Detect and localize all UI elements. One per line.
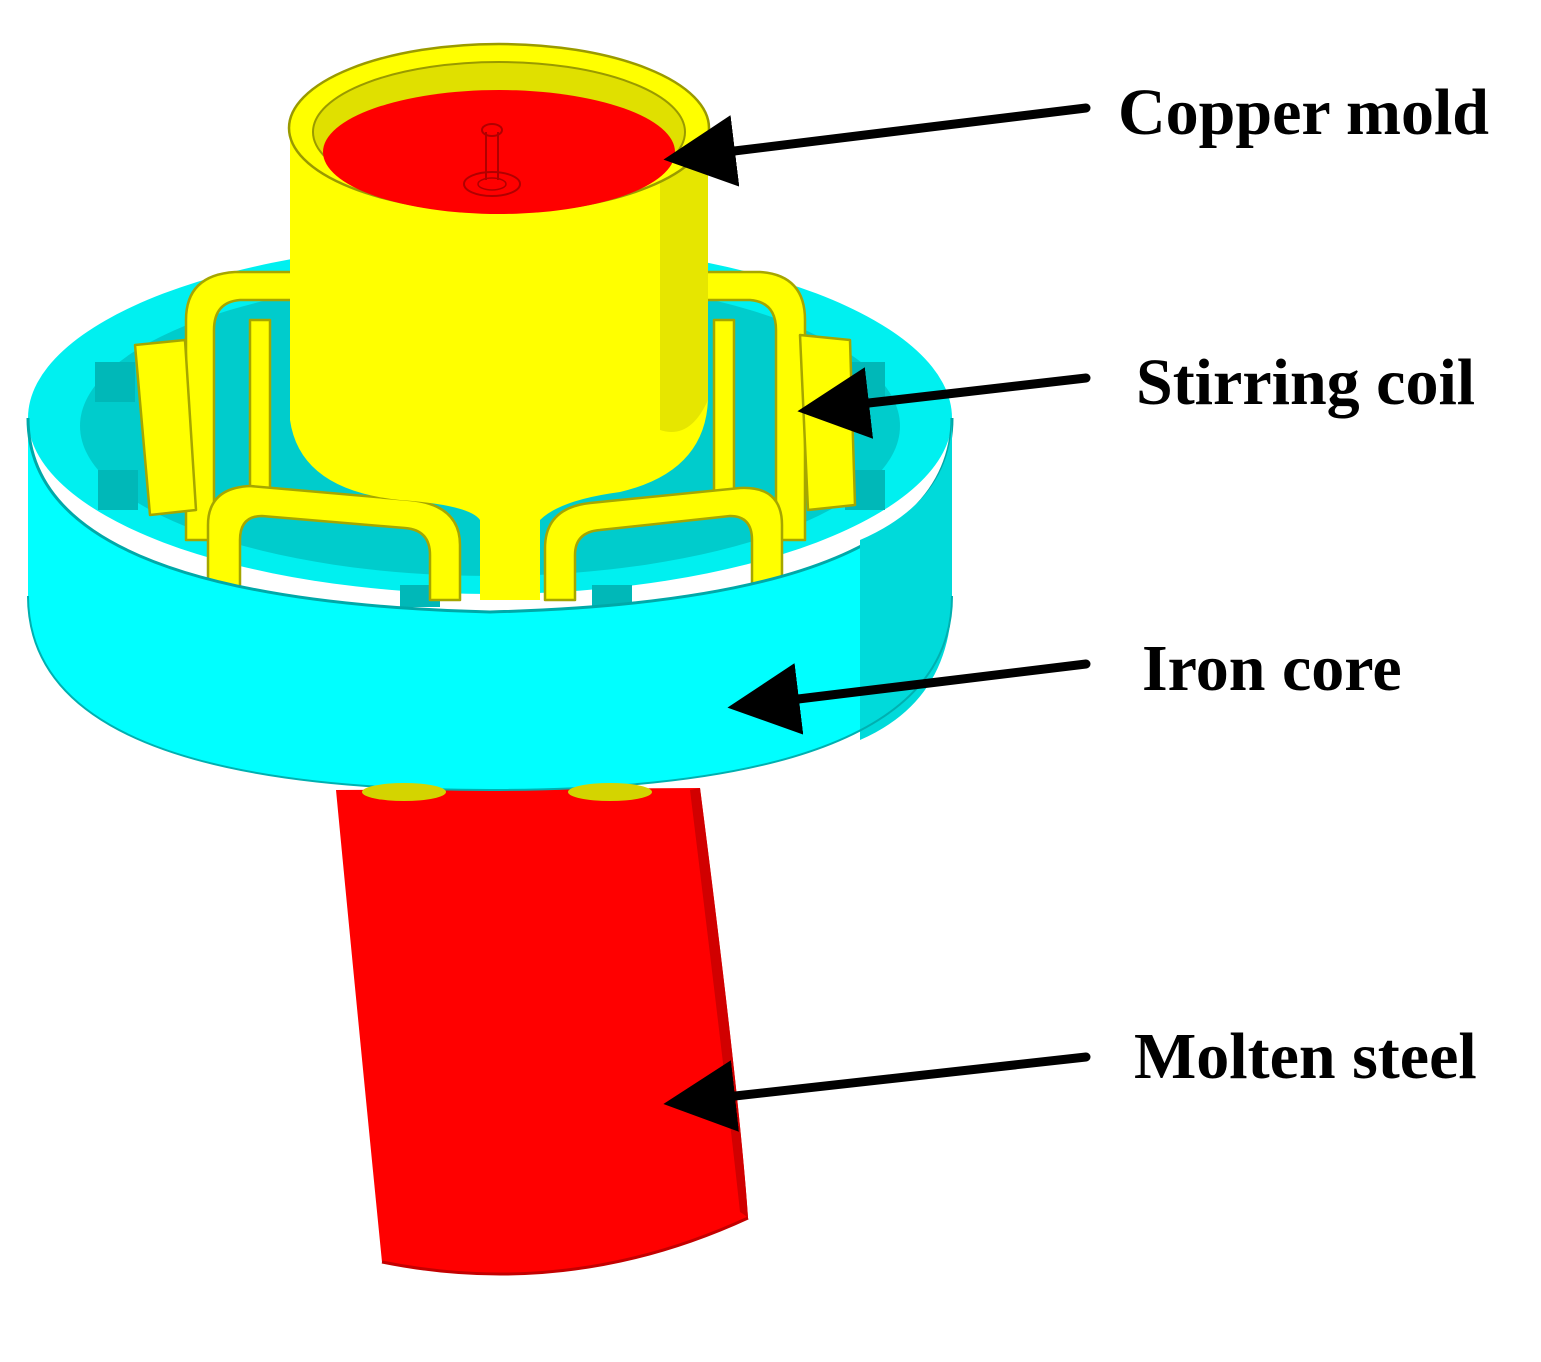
arrow-stirring-coil bbox=[797, 367, 1091, 439]
arrow-iron-core bbox=[727, 659, 1091, 735]
leader-arrows bbox=[663, 103, 1091, 1132]
copper-mold bbox=[287, 42, 711, 600]
arrow-molten-steel bbox=[663, 1052, 1091, 1132]
label-stirring-coil: Stirring coil bbox=[1136, 346, 1476, 419]
iron-core-front bbox=[26, 417, 954, 801]
arrow-copper-mold bbox=[663, 103, 1091, 187]
molten-steel-strand bbox=[336, 788, 749, 1276]
label-iron-core: Iron core bbox=[1142, 632, 1402, 705]
label-copper-mold: Copper mold bbox=[1118, 76, 1489, 149]
label-molten-steel: Molten steel bbox=[1134, 1020, 1477, 1093]
stirring-coils bbox=[133, 270, 857, 602]
